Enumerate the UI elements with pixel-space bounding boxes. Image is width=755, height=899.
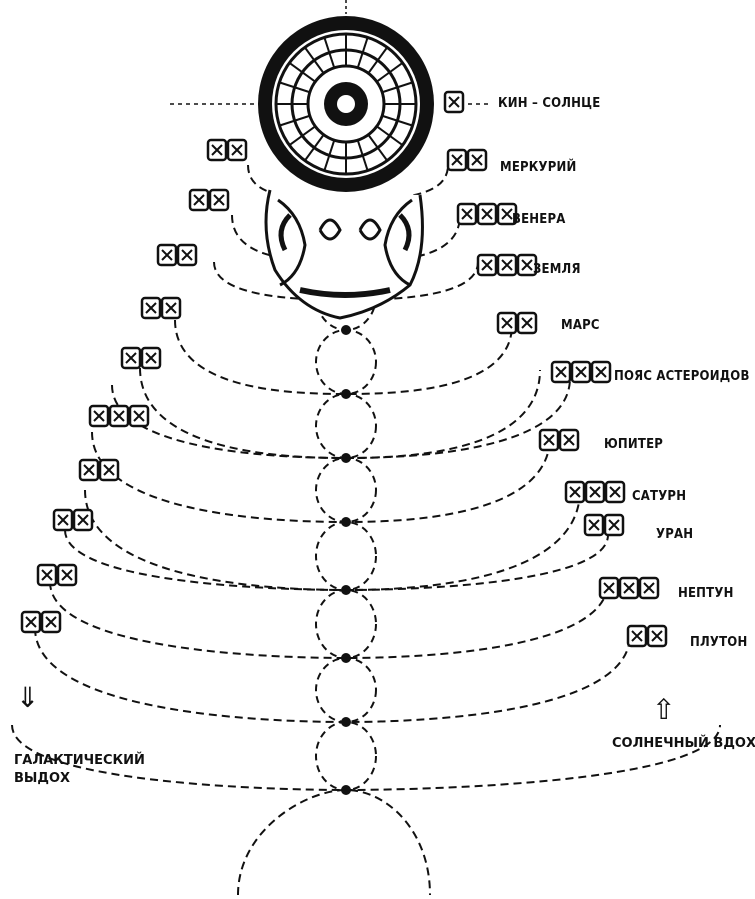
spine-node	[341, 653, 351, 663]
arrow-up-icon: ⇧	[652, 696, 675, 724]
label-pluto: ПЛУТОН	[690, 635, 747, 650]
spine-node	[341, 585, 351, 595]
spine-loop	[316, 394, 376, 458]
orbit-arc	[140, 368, 540, 458]
orbit-arc	[50, 582, 608, 658]
label-sun: КИН – СОЛНЦЕ	[498, 96, 600, 111]
spine-loop	[316, 330, 376, 394]
spine-node	[341, 389, 351, 399]
label-asteroid-belt: ПОЯС АСТЕРОИДОВ	[614, 369, 750, 384]
spine-node	[341, 453, 351, 463]
label-saturn: САТУРН	[632, 489, 686, 504]
label-jupiter: ЮПИТЕР	[604, 437, 663, 452]
outgoing-arc	[238, 790, 430, 895]
label-neptune: НЕПТУН	[678, 586, 734, 601]
label-venus: ВЕНЕРА	[512, 212, 566, 227]
label-earth: ЗЕМЛЯ	[533, 262, 581, 277]
galactic-exhale-line2: ВЫДОХ	[14, 770, 145, 788]
solar-inhale-caption: СОЛНЕЧНЫЙ ВДОХ	[612, 735, 755, 753]
spine-loop	[316, 722, 376, 790]
label-mercury: МЕРКУРИЙ	[500, 160, 577, 175]
spine-node	[341, 517, 351, 527]
orbit-arc	[35, 628, 630, 722]
spine-loop	[316, 458, 376, 522]
orbit-arc	[85, 490, 580, 590]
spine-loop	[316, 658, 376, 722]
spine-loop	[316, 522, 376, 590]
galactic-exhale-caption: ГАЛАКТИЧЕСКИЙ ВЫДОХ	[14, 752, 145, 788]
spine-node	[341, 785, 351, 795]
orbit-arc	[112, 378, 570, 458]
spine-node	[341, 717, 351, 727]
calendar-wheel-icon	[258, 16, 434, 192]
spine-node	[341, 325, 351, 335]
label-uranus: УРАН	[656, 527, 693, 542]
galactic-exhale-line1: ГАЛАКТИЧЕСКИЙ	[14, 752, 145, 770]
orbit-arc	[65, 530, 608, 590]
label-mars: МАРС	[561, 318, 600, 333]
spine-loop	[316, 590, 376, 658]
double-arrow-down-icon: ⇓	[16, 684, 39, 712]
